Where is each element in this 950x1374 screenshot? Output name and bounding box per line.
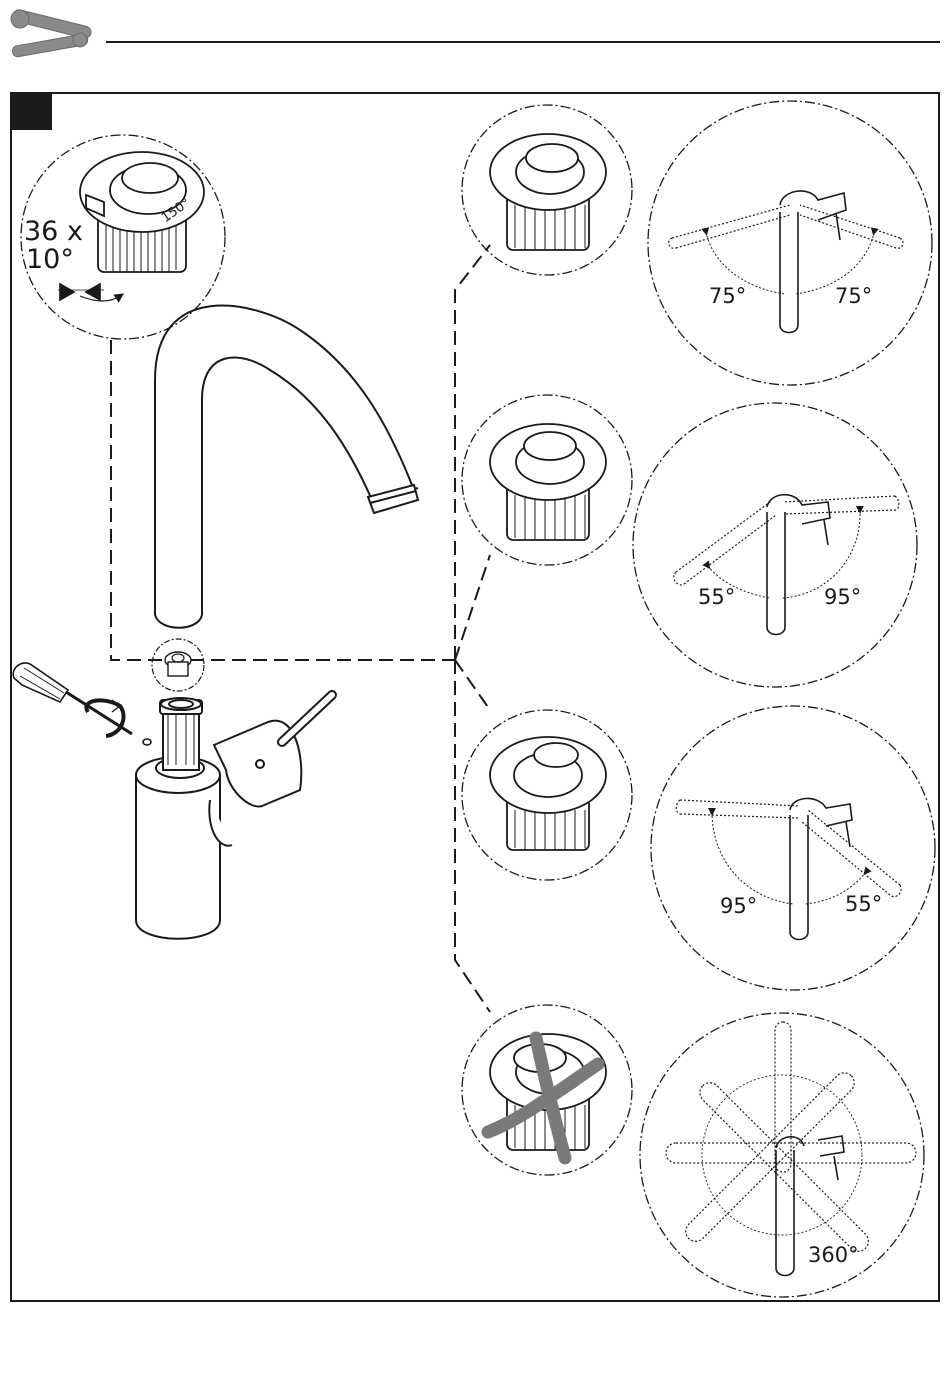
adapter-ring-icon [490, 737, 606, 850]
option-b: 55° 95° [462, 395, 917, 687]
adapter-ring-icon [490, 424, 606, 540]
adapter-ring-small [152, 639, 204, 691]
option-c: 95° 55° [462, 706, 935, 990]
right-angle-label: 55° [845, 892, 882, 916]
faucet-body [136, 695, 332, 939]
left-angle-label: 55° [698, 585, 735, 609]
right-angle-label: 75° [835, 284, 872, 308]
step-angle-label: 10° [26, 244, 74, 275]
adapter-ring-icon [490, 134, 606, 250]
faucet-spout [155, 306, 418, 628]
screwdriver-icon [13, 663, 151, 745]
step-count-label: 36 x [24, 216, 83, 247]
full-angle-label: 360° [808, 1243, 859, 1267]
ring-detail-callout: 150° 36 x 10° [21, 135, 225, 339]
option-a: 75° 75° [462, 101, 932, 385]
left-angle-label: 75° [709, 284, 746, 308]
step-frame [11, 93, 939, 1301]
step-number-marker [11, 93, 52, 130]
left-angle-label: 95° [720, 894, 757, 918]
option-d: 360° [462, 1005, 924, 1297]
rotation-arrows-icon [58, 284, 120, 301]
right-angle-label: 95° [824, 585, 861, 609]
wrench-screwdriver-icon [11, 9, 92, 58]
